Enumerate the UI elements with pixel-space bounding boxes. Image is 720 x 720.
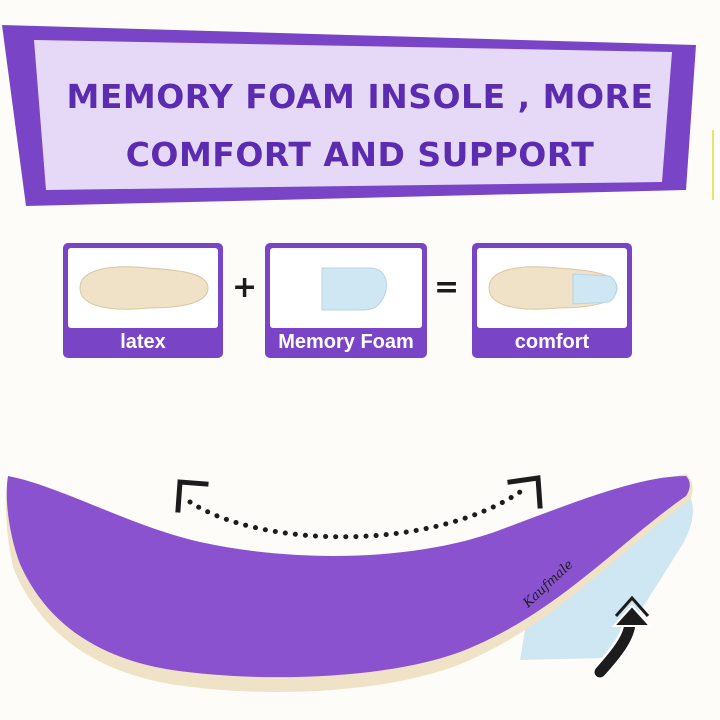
combined-insole-icon bbox=[488, 266, 618, 310]
memory-foam-label: Memory Foam bbox=[278, 331, 414, 353]
headline-line-1: MEMORY FOAM INSOLE , MORE bbox=[66, 77, 654, 116]
arch-support-icon bbox=[592, 595, 653, 680]
memory-foam-card: Memory Foam bbox=[265, 243, 427, 358]
headline-line-2: COMFORT AND SUPPORT bbox=[125, 135, 595, 174]
comfort-label: comfort bbox=[514, 331, 590, 353]
latex-card: latex bbox=[63, 243, 223, 358]
curved-insole-illustration: Kaufmale bbox=[6, 474, 693, 692]
latex-label: latex bbox=[120, 331, 166, 353]
latex-insole-icon bbox=[79, 266, 209, 310]
plus-sign: + bbox=[232, 270, 258, 305]
equals-sign: = bbox=[434, 270, 460, 305]
comfort-card: comfort bbox=[472, 243, 632, 358]
memory-foam-pad-icon bbox=[321, 267, 387, 311]
headline-banner bbox=[2, 25, 714, 206]
page-title: MEMORY FOAM INSOLE , MORE COMFORT AND SU… bbox=[40, 68, 680, 184]
